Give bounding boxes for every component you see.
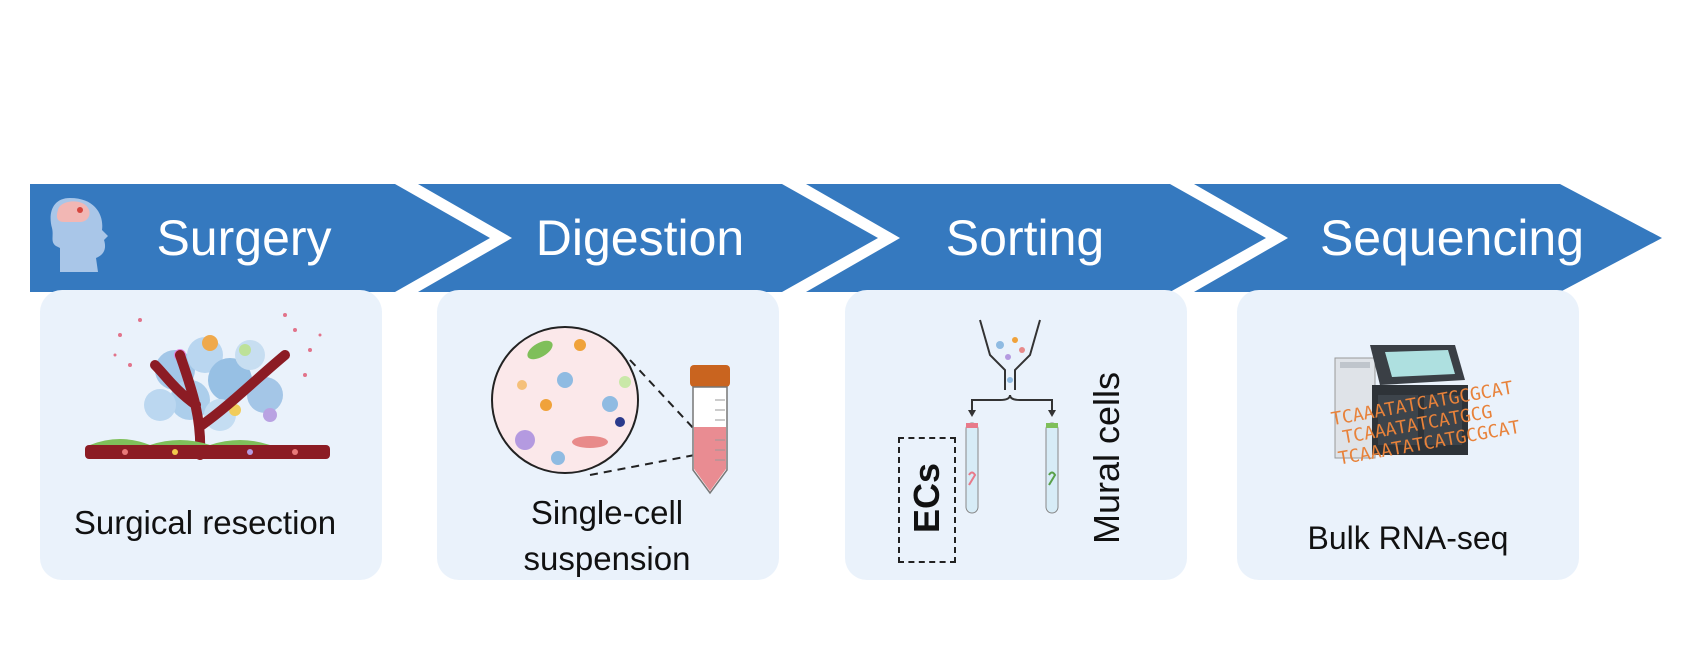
caption-single-cell: Single-cell [530,494,684,531]
chevron-sorting [806,184,1266,292]
tumor-vessel-illustration [85,313,330,460]
step-title-sorting: Sorting [945,210,1105,266]
chevron-surgery [30,184,490,292]
step-title-surgery: Surgery [156,210,332,266]
step-title-digestion: Digestion [535,210,745,266]
ecs-box [898,437,956,563]
caption-suspension: suspension [523,540,691,577]
cell-magnifier-illustration [491,326,696,476]
sequencer-machine-illustration [1334,345,1468,459]
caption-surgical-resection: Surgical resection [73,504,337,541]
centrifuge-tube-illustration [690,365,730,495]
label-mural-cells: Mural cells [1086,371,1127,545]
chevron-sequencing [1194,184,1662,292]
label-ecs: ECs [906,462,947,534]
head-brain-icon [50,198,108,272]
step-title-sequencing: Sequencing [1319,210,1585,266]
funnel-sorter-illustration [965,319,1059,514]
caption-bulk-rna-seq: Bulk RNA-seq [1307,520,1509,556]
chevron-digestion [418,184,878,292]
